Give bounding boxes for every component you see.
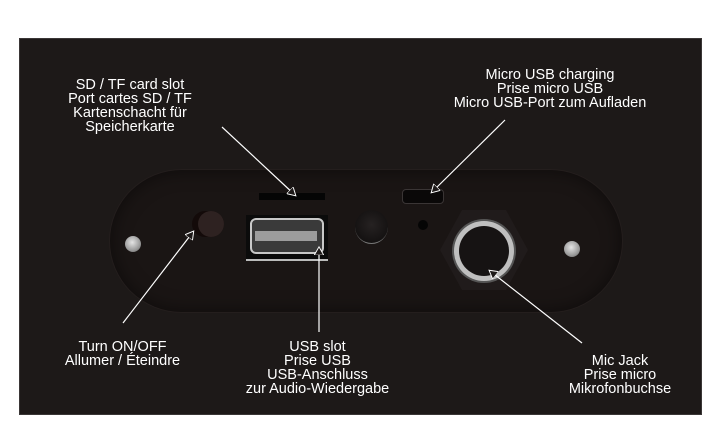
- label-line: Mic Jack: [591, 353, 649, 369]
- label-line: Micro USB charging: [485, 67, 615, 83]
- label-line: USB slot: [289, 339, 346, 355]
- label-sd-card-slot: SD / TF card slot Port cartes SD / TF Ka…: [55, 77, 205, 135]
- label-line: Allumer / Éteindre: [64, 353, 181, 369]
- label-line: Prise micro USB: [496, 81, 604, 97]
- label-line: USB-Anschluss: [267, 367, 368, 383]
- arrow-power: [122, 232, 193, 324]
- arrow-mic: [490, 271, 583, 344]
- label-line: SD / TF card slot: [75, 77, 185, 93]
- volume-knob: [355, 210, 388, 244]
- power-button-cap: [198, 211, 224, 237]
- label-line: Port cartes SD / TF: [68, 91, 192, 107]
- label-line: Turn ON/OFF: [78, 339, 167, 355]
- arrow-micro-usb: [432, 119, 506, 192]
- screw-right-icon: [564, 241, 580, 257]
- label-line: Micro USB-Port zum Aufladen: [453, 95, 647, 111]
- label-micro-usb: Micro USB charging Prise micro USB Micro…: [440, 67, 660, 111]
- label-power: Turn ON/OFF Allumer / Éteindre: [50, 339, 195, 369]
- led-indicator: [418, 220, 428, 230]
- screw-left-icon: [125, 236, 141, 252]
- power-button: [192, 211, 224, 237]
- sd-card-slot: [259, 193, 325, 200]
- label-usb-slot: USB slot Prise USB USB-Anschluss zur Aud…: [230, 339, 405, 397]
- label-line: Prise micro: [583, 367, 657, 383]
- label-line: Speicherkarte: [85, 119, 175, 135]
- label-line: Prise USB: [284, 353, 351, 369]
- arrow-sd-card: [221, 126, 295, 195]
- label-mic-jack: Mic Jack Prise micro Mikrofonbuchse: [555, 353, 685, 397]
- usb-tongue: [255, 231, 317, 241]
- mic-jack: [459, 226, 509, 276]
- label-line: Kartenschacht für: [73, 105, 187, 121]
- label-line: Mikrofonbuchse: [568, 381, 672, 397]
- label-line: zur Audio-Wiedergabe: [245, 381, 390, 397]
